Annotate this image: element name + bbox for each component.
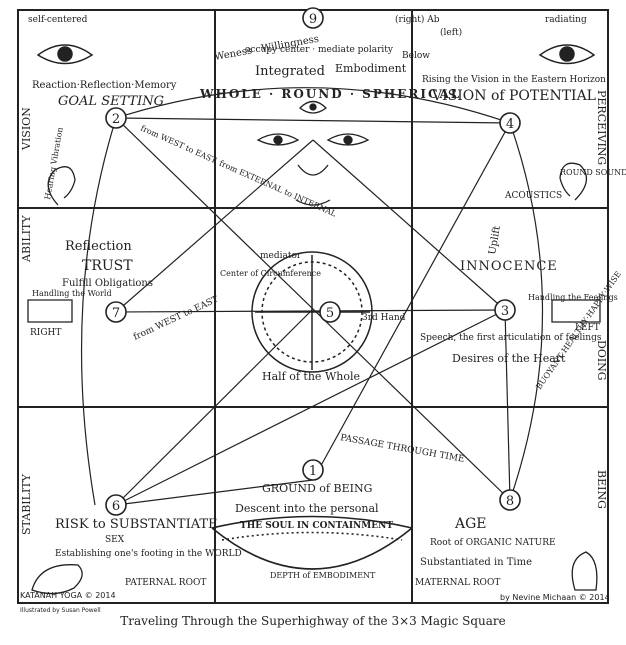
side-left-vision: VISION (20, 107, 33, 151)
node-6-sub2: Establishing one's footing in the WORLD (55, 549, 242, 559)
side-left-stability: STABILITY (20, 473, 33, 535)
node-7-title: TRUST (82, 258, 133, 274)
right-eye-icon (540, 45, 594, 64)
circumference-label: Center of Circumference (220, 269, 321, 278)
node-9-sub2: Embodiment (335, 62, 407, 75)
node-5-title: Half of the Whole (262, 370, 360, 383)
uplift: Uplift (487, 225, 503, 255)
left-eye-icon (38, 45, 92, 64)
node-9-number: 9 (309, 12, 317, 27)
node-4-number: 4 (506, 117, 514, 132)
node-1-title: GROUND of BEING (262, 482, 372, 495)
node-3-title: INNOCENCE (460, 259, 558, 274)
side-right-doing: DOING (595, 340, 608, 381)
side-left-ability: ABILITY (20, 215, 33, 263)
node-6-title: RISK to SUBSTANTIATE (55, 517, 218, 532)
node-9-title: Integrated (255, 64, 325, 79)
node-9-sub: occupy center · mediate polarity (245, 45, 394, 55)
depth-embodiment: DEPTH of EMBODIMENT (270, 571, 376, 580)
maternal-root: MATERNAL ROOT (415, 578, 500, 588)
soul-container-label: THE SOUL IN CONTAINMENT (240, 521, 393, 531)
caption: Traveling Through the Superhighway of th… (120, 614, 505, 628)
eye-left-label: self-centered (28, 15, 88, 25)
node-8-title: AGE (454, 516, 487, 532)
node-7-number: 7 (112, 306, 120, 321)
hearing-vibration: Hearing Vibration (43, 127, 65, 201)
handling-world: Handling the World (32, 289, 112, 298)
node-1-sub: Descent into the personal (235, 502, 379, 515)
right-label: RIGHT (30, 328, 61, 338)
top-arc-text: WHOLE · ROUND · SPHERICAL (199, 87, 461, 101)
buoyancy-text: BUOYANT·HEALTHY·HAPPY·WISE (534, 270, 623, 392)
west-east-path-2: from WEST to EAST (132, 295, 220, 343)
node-3-sub2: Desires of the Heart (452, 352, 566, 365)
node-2-title: GOAL SETTING (58, 94, 164, 109)
node-3-number: 3 (501, 304, 509, 319)
credit-right: by Nevine Michaan © 2014 (500, 593, 610, 602)
paternal-root: PATERNAL ROOT (125, 578, 206, 588)
mediator-label: mediator (260, 251, 302, 261)
node-6-sub: SEX (105, 535, 125, 545)
node-6-number: 6 (112, 499, 120, 514)
node-2-sub: Reaction·Reflection·Memory (32, 80, 177, 91)
node-4-title: VISION of POTENTIAL (431, 88, 596, 104)
eye-right-label: radiating (545, 15, 587, 25)
compass-s: Below (402, 51, 430, 61)
node-5-number: 5 (326, 306, 334, 321)
node-8-number: 8 (506, 494, 514, 509)
side-right-perceiving: PERCEIVING (595, 90, 608, 165)
node-8-sub: Root of ORGANIC NATURE (430, 538, 556, 548)
node-5-sub: 3rd Hand (362, 313, 406, 323)
acoustics: ACOUSTICS (504, 191, 562, 201)
compass-n: (right) Ab (395, 14, 440, 25)
round-sound: ROUND SOUND (560, 168, 626, 177)
node-4-sub: Rising the Vision in the Eastern Horizon (422, 75, 606, 85)
credit-left: KATANAH YOGA © 2014 (20, 591, 116, 600)
node-1-number: 1 (309, 464, 317, 479)
node-7-sub: Reflection (65, 239, 132, 254)
node-8-sub2: Substantiated in Time (420, 557, 532, 568)
node-2-number: 2 (112, 112, 120, 127)
side-right-being: BEING (595, 470, 608, 509)
node-7-sub2: Fulfill Obligations (62, 278, 153, 289)
compass-e: (left) (440, 27, 462, 38)
credit-left-sub: Illustrated by Susan Powell (20, 607, 101, 614)
